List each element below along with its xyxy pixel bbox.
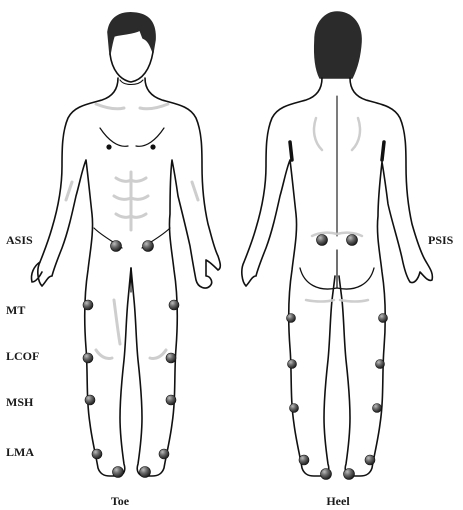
label-lcof: LCOF bbox=[6, 349, 39, 363]
back-right-arm-edge bbox=[382, 142, 384, 160]
label-toe: Toe bbox=[111, 494, 130, 508]
front-body-right-outline bbox=[131, 78, 220, 476]
back-left-arm-edge bbox=[290, 142, 292, 160]
label-msh: MSH bbox=[6, 395, 34, 409]
front-figure bbox=[31, 13, 220, 476]
marker-back-shank-left bbox=[290, 404, 299, 413]
front-face bbox=[110, 52, 153, 82]
markers bbox=[83, 235, 388, 480]
back-buttock-left bbox=[300, 268, 337, 289]
front-chest-left bbox=[100, 128, 128, 146]
marker-back-knee-right bbox=[376, 360, 385, 369]
marker-front-msh-right bbox=[166, 395, 176, 405]
front-shading bbox=[66, 104, 198, 359]
front-left-hand bbox=[31, 262, 42, 282]
back-buttock-right bbox=[337, 268, 374, 289]
marker-front-toe-left bbox=[113, 467, 124, 478]
marker-front-lma-left bbox=[92, 449, 102, 459]
marker-front-asis-left bbox=[111, 241, 122, 252]
marker-back-shank-right bbox=[373, 404, 382, 413]
marker-front-toe-right bbox=[140, 467, 151, 478]
back-head bbox=[315, 12, 361, 78]
marker-back-heel-left bbox=[321, 469, 332, 480]
front-chest-right bbox=[136, 128, 164, 146]
marker-front-mt-left bbox=[83, 300, 93, 310]
label-asis: ASIS bbox=[6, 233, 33, 247]
marker-front-lcof-right bbox=[166, 353, 176, 363]
label-mt: MT bbox=[6, 303, 25, 317]
front-hair bbox=[108, 13, 155, 54]
marker-front-asis-right bbox=[143, 241, 154, 252]
marker-back-ankle-left bbox=[299, 455, 309, 465]
marker-back-ankle-right bbox=[365, 455, 375, 465]
label-lma: LMA bbox=[6, 445, 34, 459]
label-heel: Heel bbox=[326, 494, 350, 508]
back-figure bbox=[242, 12, 433, 476]
marker-back-psis-right bbox=[347, 235, 358, 246]
label-psis: PSIS bbox=[428, 233, 454, 247]
front-body-left-outline bbox=[38, 78, 131, 476]
marker-back-thigh-left bbox=[287, 314, 296, 323]
marker-back-heel-right bbox=[344, 469, 355, 480]
marker-back-psis-left bbox=[317, 235, 328, 246]
marker-front-mt-right bbox=[169, 300, 179, 310]
marker-back-knee-left bbox=[288, 360, 297, 369]
marker-front-msh-left bbox=[85, 395, 95, 405]
front-nipple-left bbox=[107, 145, 111, 149]
back-body-left-outline bbox=[242, 78, 335, 476]
marker-front-lcof-left bbox=[83, 353, 93, 363]
front-nipple-right bbox=[151, 145, 155, 149]
marker-back-thigh-right bbox=[379, 314, 388, 323]
back-body-right-outline bbox=[339, 78, 432, 476]
marker-front-lma-right bbox=[159, 449, 169, 459]
